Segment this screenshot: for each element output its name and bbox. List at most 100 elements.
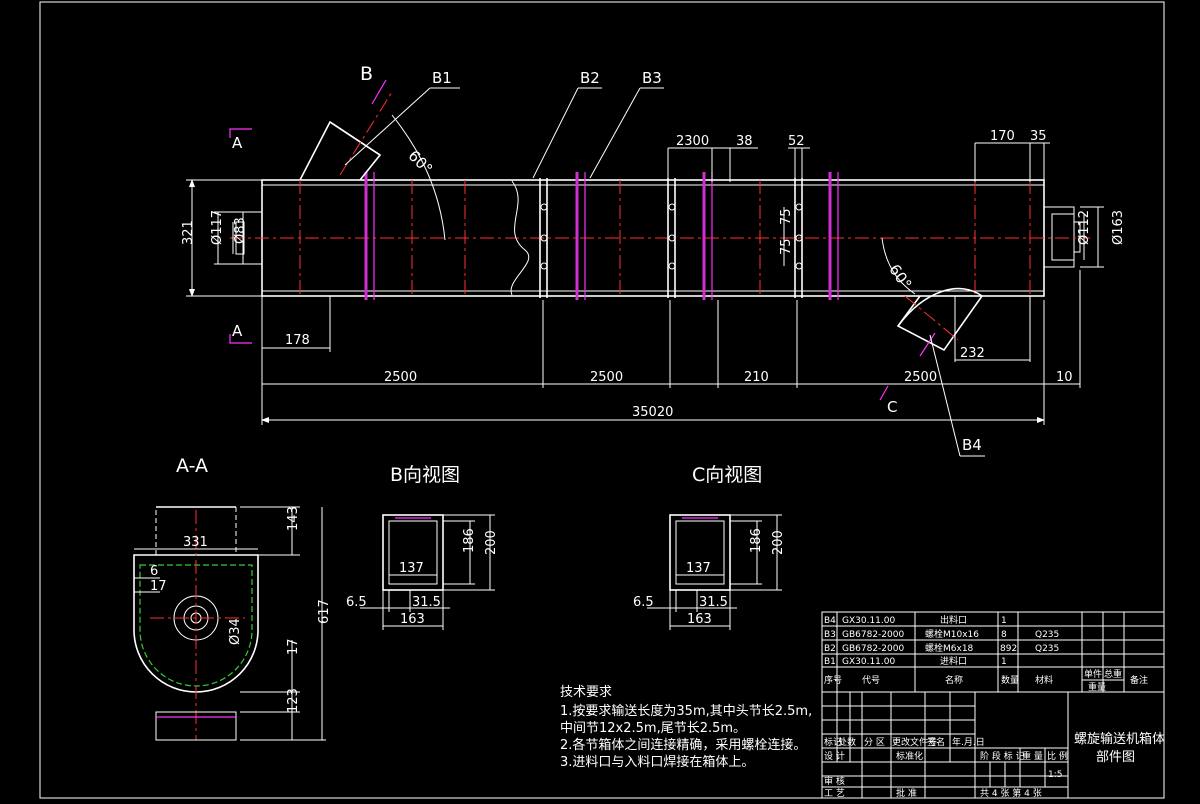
svg-text:GX30.11.00: GX30.11.00 bbox=[842, 616, 895, 626]
svg-text:进料口: 进料口 bbox=[940, 655, 967, 667]
svg-text:2500: 2500 bbox=[590, 370, 623, 385]
bottom-dimensions: 178 232 2500 2500 210 2500 10 35020 bbox=[261, 270, 1081, 425]
tech-req-title: 技术要求 bbox=[560, 685, 612, 700]
callout-b4: B4 bbox=[929, 334, 985, 457]
inlet-port bbox=[299, 79, 393, 181]
tech-req-line: 1.按要求输送长度为35m,其中头节长2.5m, bbox=[560, 703, 812, 719]
main-view: 60° 60° B1 B2 B3 B4 B C A A bbox=[181, 63, 1126, 457]
svg-text:工 艺: 工 艺 bbox=[824, 788, 845, 799]
svg-text:设 计: 设 计 bbox=[824, 750, 845, 762]
svg-text:2300: 2300 bbox=[676, 134, 709, 149]
svg-text:52: 52 bbox=[788, 134, 805, 149]
section-aa-title: A-A bbox=[176, 455, 208, 477]
angle-label-top: 60° bbox=[405, 147, 437, 179]
view-marker-c: C bbox=[887, 398, 897, 416]
svg-text:31.5: 31.5 bbox=[412, 595, 441, 610]
svg-text:38: 38 bbox=[736, 134, 753, 149]
svg-text:GB6782-2000: GB6782-2000 bbox=[842, 644, 904, 654]
parts-row: B3 GB6782-2000 螺栓M10x16 8 Q235 bbox=[824, 628, 1059, 640]
svg-text:螺栓M10x16: 螺栓M10x16 bbox=[925, 628, 979, 640]
view-c: C向视图 186 200 137 163 6.5 31.5 bbox=[633, 464, 786, 630]
svg-text:B3: B3 bbox=[642, 69, 662, 87]
svg-text:年.月.日: 年.月.日 bbox=[952, 736, 985, 748]
svg-text:331: 331 bbox=[183, 535, 208, 550]
svg-text:Ø117: Ø117 bbox=[210, 210, 225, 245]
view-c-title: C向视图 bbox=[692, 464, 762, 486]
technical-requirements: 技术要求 1.按要求输送长度为35m,其中头节长2.5m, 中间节12x2.5m… bbox=[560, 685, 812, 770]
svg-text:163: 163 bbox=[400, 612, 425, 627]
svg-text:200: 200 bbox=[484, 530, 499, 555]
svg-text:GX30.11.00: GX30.11.00 bbox=[842, 657, 895, 667]
svg-text:B1: B1 bbox=[824, 657, 836, 667]
svg-text:GB6782-2000: GB6782-2000 bbox=[842, 630, 904, 640]
svg-text:B3: B3 bbox=[824, 630, 836, 640]
svg-text:B2: B2 bbox=[580, 69, 600, 87]
svg-text:892: 892 bbox=[1000, 644, 1017, 654]
svg-text:200: 200 bbox=[771, 530, 786, 555]
sheet-info: 共 4 张 第 4 张 bbox=[980, 787, 1042, 799]
svg-text:重 量: 重 量 bbox=[1022, 750, 1043, 762]
svg-text:Ø83: Ø83 bbox=[233, 217, 248, 244]
svg-text:A: A bbox=[232, 322, 243, 340]
svg-text:A: A bbox=[232, 134, 243, 152]
svg-text:签名: 签名 bbox=[927, 736, 945, 748]
svg-text:名称: 名称 bbox=[945, 674, 963, 686]
drawing-title: 螺旋输送机箱体 bbox=[1074, 731, 1165, 747]
view-b-title: B向视图 bbox=[390, 464, 460, 486]
break-line bbox=[510, 180, 530, 296]
svg-text:Ø34: Ø34 bbox=[228, 618, 243, 645]
svg-text:617: 617 bbox=[317, 599, 332, 624]
svg-text:批 准: 批 准 bbox=[896, 787, 917, 799]
svg-text:10: 10 bbox=[1056, 370, 1073, 385]
svg-text:B4: B4 bbox=[962, 436, 982, 454]
drawing-subtitle: 部件图 bbox=[1096, 750, 1135, 765]
svg-text:178: 178 bbox=[285, 333, 310, 348]
svg-text:6: 6 bbox=[150, 564, 158, 579]
svg-text:处数: 处数 bbox=[838, 736, 856, 748]
svg-text:审 核: 审 核 bbox=[824, 775, 845, 787]
mid-dimensions: 75 75 bbox=[779, 207, 794, 266]
svg-text:B1: B1 bbox=[432, 69, 452, 87]
svg-text:标记: 标记 bbox=[824, 736, 842, 748]
bolt-markers bbox=[299, 180, 1031, 296]
svg-text:序号: 序号 bbox=[824, 674, 842, 686]
housing-body bbox=[261, 179, 1045, 297]
svg-text:Ø112: Ø112 bbox=[1077, 210, 1092, 245]
svg-text:321: 321 bbox=[181, 220, 196, 245]
svg-text:B4: B4 bbox=[824, 616, 836, 626]
svg-text:6.5: 6.5 bbox=[346, 595, 367, 610]
view-marker-b: B bbox=[360, 63, 373, 85]
svg-text:总重: 总重 bbox=[1104, 668, 1122, 680]
svg-text:1: 1 bbox=[1001, 616, 1007, 626]
view-b: B向视图 186 200 137 163 6.5 31.5 bbox=[346, 464, 499, 630]
svg-text:分 区: 分 区 bbox=[864, 737, 885, 748]
svg-text:17: 17 bbox=[286, 638, 301, 655]
svg-text:232: 232 bbox=[960, 346, 985, 361]
svg-text:数量: 数量 bbox=[1001, 674, 1019, 686]
svg-text:31.5: 31.5 bbox=[699, 595, 728, 610]
sheet-border bbox=[39, 1, 1165, 799]
svg-text:材料: 材料 bbox=[1035, 674, 1053, 686]
right-shaft-flange bbox=[1043, 206, 1075, 268]
svg-text:75: 75 bbox=[779, 208, 794, 225]
title-block: 标记 处数 分 区 更改文件号 签名 年.月.日 设 计 标准化 阶 段 标 记… bbox=[821, 691, 1165, 799]
angle-arc-60-top bbox=[391, 114, 446, 241]
callout-b1: B1 bbox=[344, 69, 460, 166]
section-aa-view: A-A 331 6 17 Ø34 143 617 17 123 bbox=[133, 455, 332, 741]
left-dimensions: 321 Ø117 Ø83 bbox=[181, 179, 262, 297]
svg-text:35: 35 bbox=[1030, 129, 1047, 144]
parts-header: 序号 代号 名称 数量 材料 单件 总重 重量 备注 bbox=[824, 668, 1148, 693]
svg-text:123: 123 bbox=[286, 688, 301, 713]
svg-text:186: 186 bbox=[749, 528, 764, 553]
svg-text:阶 段 标 记: 阶 段 标 记 bbox=[980, 750, 1025, 762]
tech-req-line: 2.各节箱体之间连接精确，采用螺栓连接。 bbox=[560, 737, 806, 753]
svg-text:137: 137 bbox=[686, 561, 711, 576]
svg-text:137: 137 bbox=[399, 561, 424, 576]
section-marker-a-bottom: A bbox=[229, 322, 252, 344]
flange-joints bbox=[364, 172, 839, 300]
svg-text:Ø163: Ø163 bbox=[1111, 210, 1126, 245]
section-marker-a-top: A bbox=[229, 128, 252, 152]
svg-text:6.5: 6.5 bbox=[633, 595, 654, 610]
svg-text:170: 170 bbox=[990, 129, 1015, 144]
